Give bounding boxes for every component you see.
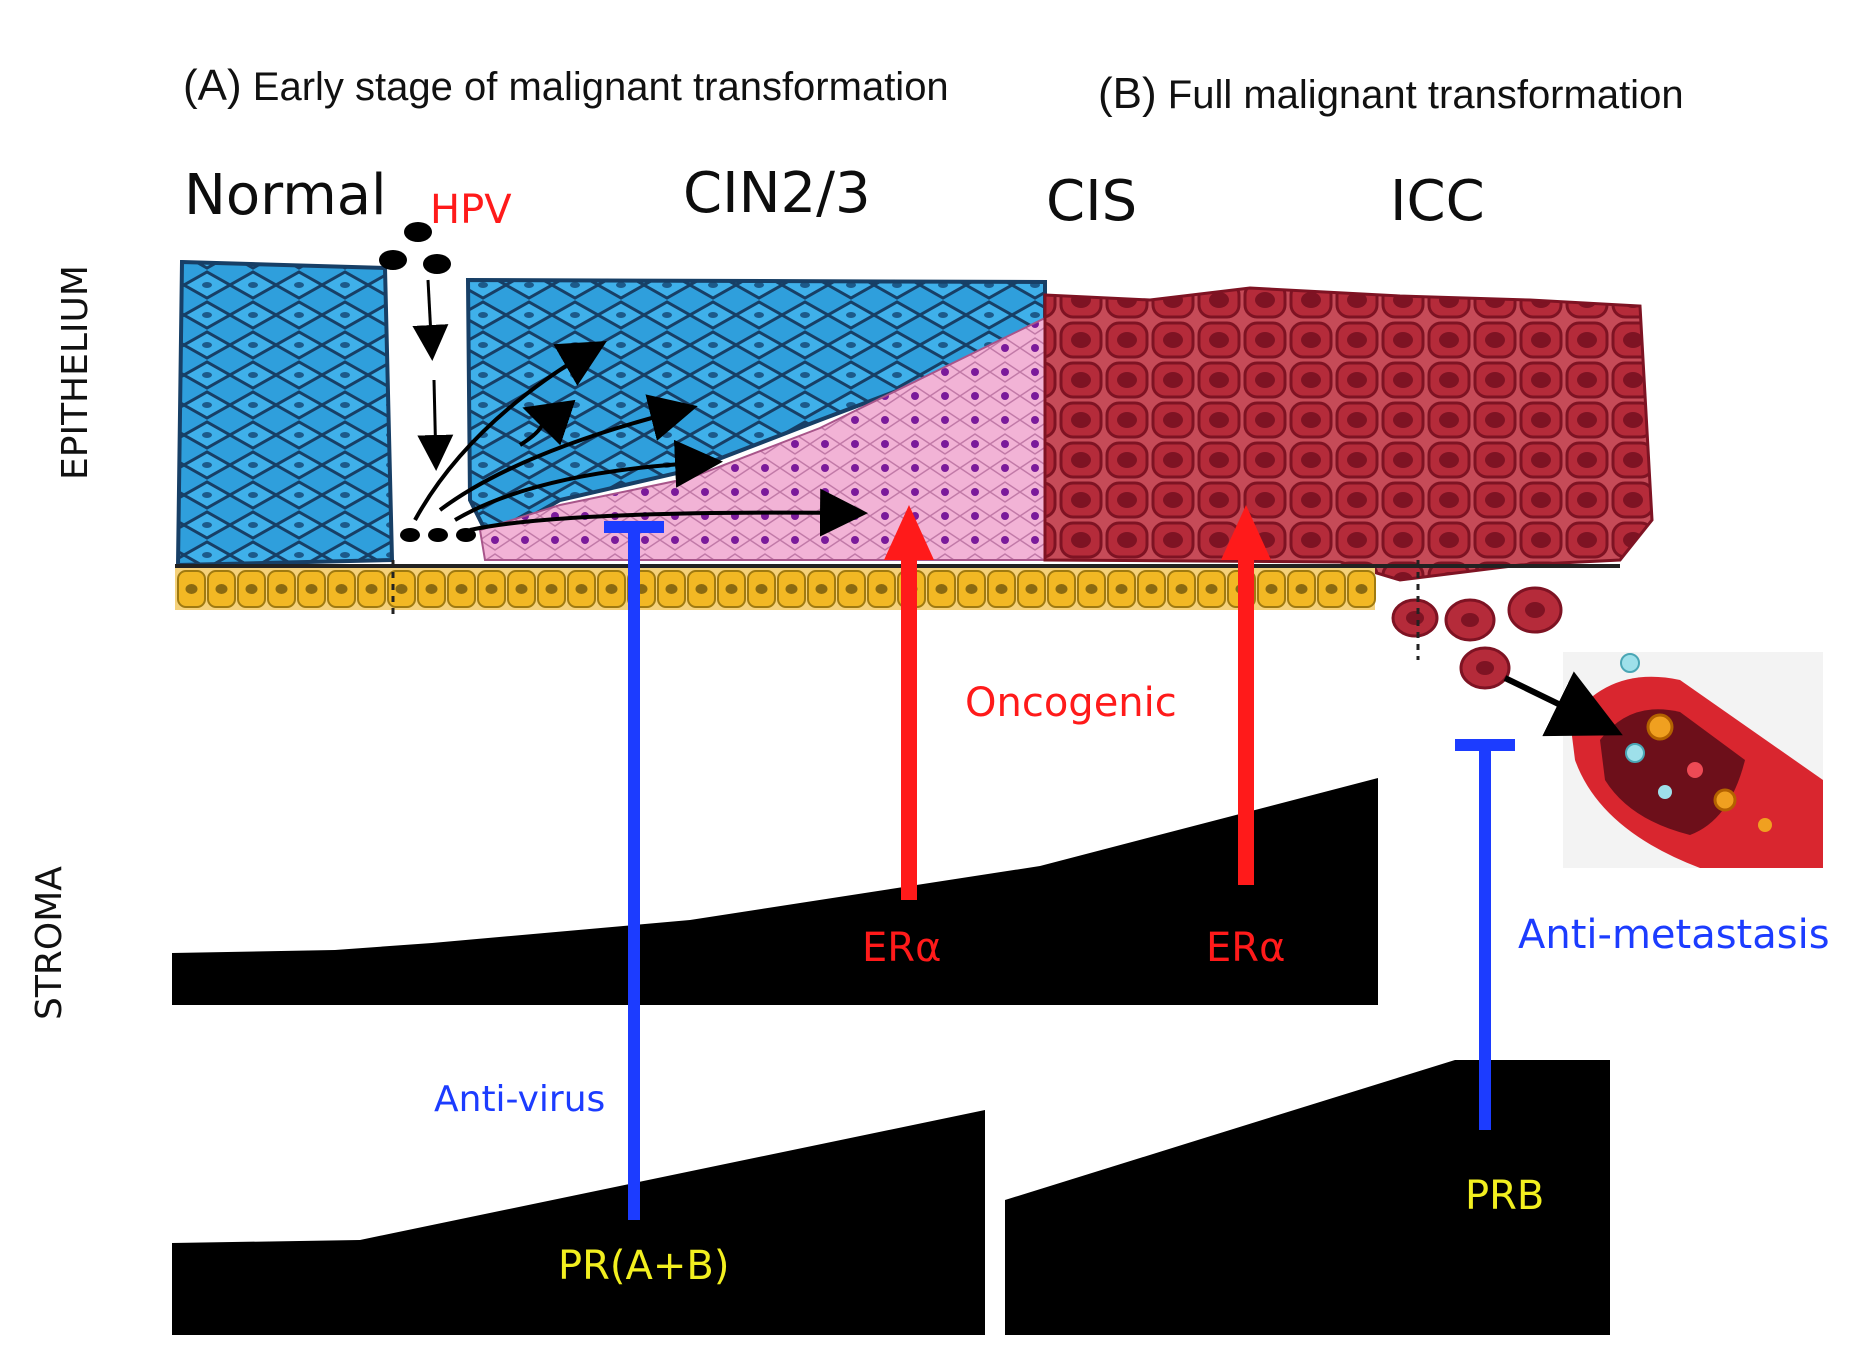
stage-label-icc: ICC [1390, 169, 1485, 234]
basal-cell-nucleus [425, 584, 438, 594]
basal-cell-nucleus [1325, 584, 1338, 594]
stage-label-cis: CIS [1046, 169, 1138, 234]
basal-cell-nucleus [815, 584, 828, 594]
basal-cell-nucleus [275, 584, 288, 594]
basal-cell-nucleus [935, 584, 948, 594]
hpv-virions [379, 222, 476, 542]
effect-label-anti-metastasis: Anti-metastasis [1518, 912, 1830, 958]
receptor-label-prb: PRB [1465, 1173, 1545, 1219]
receptor-label-pr-ab: PR(A+B) [558, 1243, 730, 1289]
basal-cell-nucleus [215, 584, 228, 594]
basal-cell-nucleus [335, 584, 348, 594]
stage-label-cin: CIN2/3 [683, 161, 871, 226]
signal-markers [604, 505, 1515, 1220]
stage-label-normal: Normal [184, 163, 387, 228]
pr-expression-wedge-a [172, 1110, 985, 1335]
stroma-wedges [172, 778, 1610, 1335]
pr-expression-wedge-b [1005, 1060, 1610, 1335]
basal-cell-nucleus [1115, 584, 1128, 594]
basal-cell-nucleus [515, 584, 528, 594]
carcinoma-cells [1043, 286, 1654, 582]
basal-cell-nucleus [455, 584, 468, 594]
basal-cell-nucleus [1145, 584, 1158, 594]
er-alpha-1-arrow-head [884, 505, 934, 560]
er-expression-wedge [172, 778, 1378, 1005]
basal-cell-nucleus [875, 584, 888, 594]
basal-cell-nucleus [725, 584, 738, 594]
basal-cell-nucleus [1085, 584, 1098, 594]
basal-cell-nucleus [1055, 584, 1068, 594]
basal-cell-nucleus [1265, 584, 1278, 594]
blood-vessel-illustration [1503, 652, 1823, 868]
basal-cell-nucleus [695, 584, 708, 594]
basal-cell-nucleus [485, 584, 498, 594]
effect-label-anti-virus: Anti-virus [434, 1079, 606, 1120]
basal-cell-nucleus [575, 584, 588, 594]
basal-cell-layer [175, 568, 1376, 610]
basal-cell-nucleus [1175, 584, 1188, 594]
panel-b-letter: (B) [1098, 69, 1157, 118]
basal-cell-nucleus [845, 584, 858, 594]
normal-squamous-epithelium [175, 259, 395, 568]
receptor-label-er-alpha-1: ERα [862, 925, 942, 971]
basal-cell-nucleus [545, 584, 558, 594]
basal-cell-nucleus [185, 584, 198, 594]
basal-cell-nucleus [1205, 584, 1218, 594]
basal-cell-nucleus [245, 584, 258, 594]
basal-cell-nucleus [755, 584, 768, 594]
basal-cell-nucleus [995, 584, 1008, 594]
infection-spread-arrows [413, 341, 868, 537]
stage-label-hpv: HPV [430, 187, 512, 233]
panel-b-heading: (B) Full malignant transformation [1098, 72, 1684, 116]
basal-cell-nucleus [605, 584, 618, 594]
basal-cell-nucleus [1355, 584, 1368, 594]
basal-cell-nucleus [395, 584, 408, 594]
basal-cell-nucleus [965, 584, 978, 594]
panel-a-heading: (A) Early stage of malignant transformat… [183, 64, 949, 108]
panel-a-title: Early stage of malignant transformation [252, 65, 949, 109]
basal-cell-nucleus [665, 584, 678, 594]
epithelium-tissue [175, 259, 1654, 690]
basal-cell-nucleus [1295, 584, 1308, 594]
basal-cell-nucleus [365, 584, 378, 594]
basal-cell-nucleus [785, 584, 798, 594]
er-alpha-2-arrow-head [1221, 505, 1271, 560]
effect-label-oncogenic: Oncogenic [965, 680, 1177, 726]
panel-b-title: Full malignant transformation [1167, 73, 1684, 117]
panel-a-letter: (A) [183, 61, 242, 110]
basal-cell-nucleus [1025, 584, 1038, 594]
side-label-epithelium: EPITHELIUM [55, 265, 96, 480]
basal-cell-nucleus [305, 584, 318, 594]
receptor-label-er-alpha-2: ERα [1206, 925, 1286, 971]
side-label-stroma: STROMA [29, 866, 70, 1020]
